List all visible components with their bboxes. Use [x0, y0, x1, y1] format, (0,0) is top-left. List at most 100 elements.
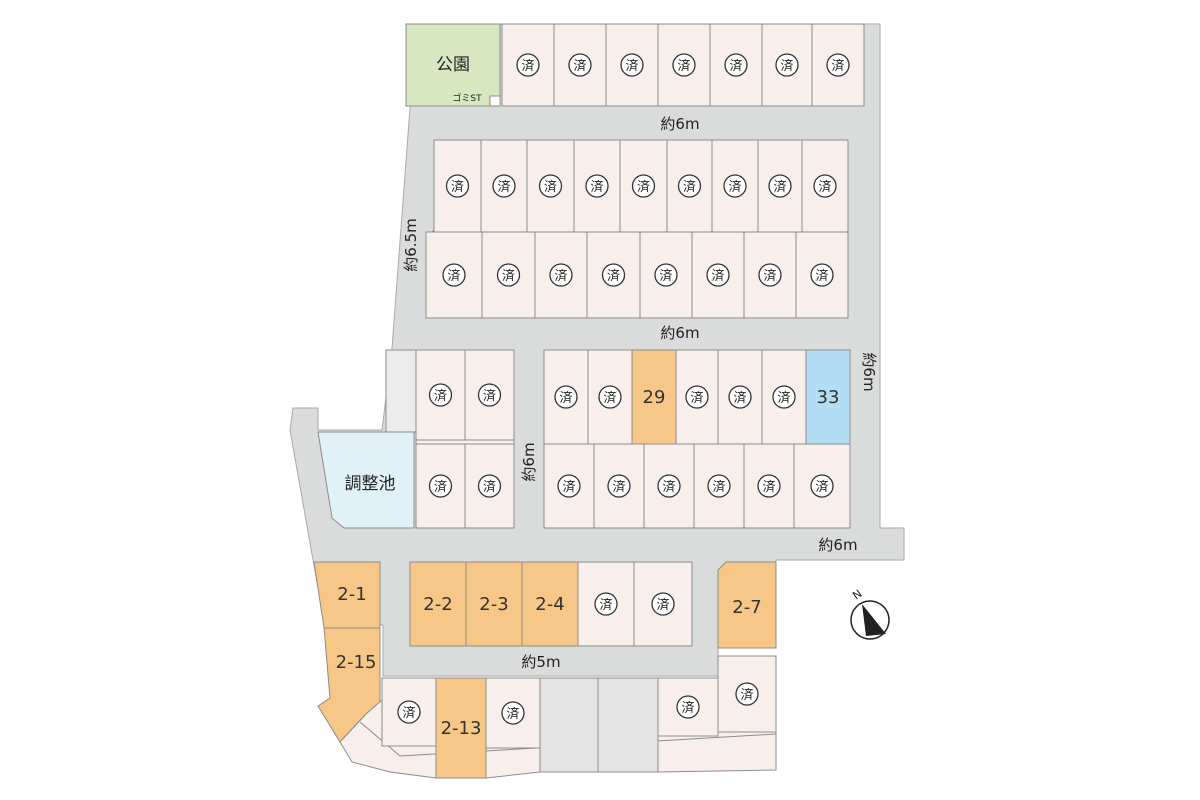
lot-right-b-6-sold-text: 済 [815, 479, 828, 495]
lot-upper-a-3-sold-circle [538, 174, 563, 198]
lot-left-4[interactable] [464, 443, 515, 529]
lot-top-2-sold-text: 済 [573, 58, 586, 74]
lot-left-2-sold-mark: 済 [477, 383, 502, 407]
lot-upper-a-4-sold-circle [585, 174, 609, 198]
lot-2-1-label: 2-1 [337, 584, 366, 605]
lot-left-2-sold-text: 済 [483, 388, 496, 404]
lot-top-3-sold-mark: 済 [620, 53, 644, 77]
lot-right-b-5-sold-text: 済 [762, 479, 775, 495]
lot-upper-a-7-sold-text: 済 [728, 179, 741, 195]
lot-right-b-3-sold-circle [657, 474, 681, 498]
lot-upper-b-1-sold-circle [442, 263, 466, 287]
lot-top-6-sold-circle [775, 53, 799, 77]
lot-right-a-3[interactable] [631, 349, 677, 445]
lot-lower-2-label: 2-3 [479, 594, 508, 615]
lot-right-a-7[interactable] [805, 349, 851, 445]
lot-upper-a-2-sold-mark: 済 [492, 174, 516, 198]
lot-upper-b-3-sold-text: 済 [554, 268, 567, 284]
lot-left-2-sold-circle [477, 383, 502, 407]
lot-right-a-4-sold-mark: 済 [685, 385, 709, 409]
park-label: 公園 [436, 55, 470, 75]
lot-top-1-sold-text: 済 [521, 58, 534, 74]
lot-upper-a-4-sold-text: 済 [590, 179, 603, 195]
lot-upper-a-5-sold-text: 済 [637, 179, 650, 195]
lot-top-7-sold-mark: 済 [826, 53, 850, 77]
lot-top-7-sold-text: 済 [831, 58, 844, 74]
lot-upper-b-2-sold-mark: 済 [496, 263, 521, 287]
lot-bottom-3-sold-circle [501, 701, 525, 725]
lot-lower-2[interactable] [465, 561, 523, 647]
lot-bottom-5[interactable] [597, 677, 659, 773]
lot-upper-b-5-sold-circle [654, 263, 678, 287]
road-label-middle: 約6m [660, 324, 699, 342]
lot-lower-5-sold-mark: 済 [651, 592, 675, 616]
lot-lower-1[interactable] [409, 561, 467, 647]
compass-north-label: N [850, 587, 864, 602]
lot-upper-a-6-sold-text: 済 [683, 179, 696, 195]
lot-top-5-sold-text: 済 [729, 58, 742, 74]
lot-top-3-sold-text: 済 [625, 58, 638, 74]
lot-block-left-lower: 2-1 2-15 [313, 561, 381, 743]
lot-left-2[interactable] [464, 349, 515, 441]
lot-lower-3-label: 2-4 [535, 594, 564, 615]
lot-right-a-7-label: 33 [817, 387, 840, 408]
lot-right-a-5-sold-text: 済 [733, 390, 746, 406]
lot-bottom-6-sold-circle [676, 695, 700, 719]
lot-bottom-7-sold-circle [735, 682, 759, 706]
lot-bottom-6-sold-text: 済 [681, 700, 694, 716]
lot-upper-a-1[interactable] [433, 139, 482, 233]
lot-right-b-2-sold-circle [607, 474, 631, 498]
lot-2-15-label: 2-15 [336, 652, 377, 673]
road-label-top: 約6m [660, 115, 699, 133]
lot-right-a-4-sold-circle [685, 385, 709, 409]
lot-right-b-4-sold-text: 済 [712, 479, 725, 495]
lot-right-a-5-sold-mark: 済 [728, 385, 752, 409]
pond-label: 調整池 [345, 474, 396, 494]
lot-bottom-3-sold-text: 済 [506, 706, 519, 722]
lot-upper-a-3-sold-text: 済 [544, 179, 557, 195]
lot-upper-b-5-sold-text: 済 [659, 268, 672, 284]
lot-2-7[interactable] [717, 561, 777, 649]
lot-left-1-sold-mark: 済 [428, 383, 453, 407]
lot-top-3-sold-circle [620, 53, 644, 77]
lot-right-a-6-sold-text: 済 [777, 390, 790, 406]
lot-left-1-sold-text: 済 [434, 388, 447, 404]
lot-top-2-sold-mark: 済 [568, 53, 592, 77]
lot-bottom-4[interactable] [539, 677, 599, 773]
lot-upper-a-9-sold-mark: 済 [813, 174, 837, 198]
lot-right-b-1-sold-text: 済 [562, 479, 575, 495]
lot-upper-a-2-sold-circle [492, 174, 516, 198]
lot-left-3-sold-mark: 済 [428, 474, 453, 498]
lot-upper-a-3-sold-mark: 済 [538, 174, 563, 198]
lot-right-a-2-sold-circle [598, 385, 622, 409]
lot-bottom-1-sold-text: 済 [402, 705, 415, 721]
lot-bottom-1-sold-circle [397, 700, 421, 724]
lot-right-a-6-sold-circle [772, 385, 796, 409]
lot-right-a-1-sold-text: 済 [559, 390, 572, 406]
lot-right-b-6-sold-mark: 済 [810, 474, 834, 498]
park-block: 公園 ゴミST [405, 23, 501, 107]
lot-upper-b-2-sold-circle [496, 263, 521, 287]
lot-upper-a-1-sold-text: 済 [451, 179, 464, 195]
lot-upper-b-3-sold-mark: 済 [549, 263, 573, 287]
lot-upper-b-1-sold-mark: 済 [442, 263, 466, 287]
lot-lower-3[interactable] [521, 561, 579, 647]
lot-right-a-2-sold-text: 済 [603, 390, 616, 406]
road-labels: 約6m 約6.5m 約6m 約6m 約6m 約6m 約5m [402, 115, 878, 671]
lot-upper-b-7-sold-mark: 済 [758, 263, 782, 287]
lot-left-3-sold-circle [428, 474, 453, 498]
lot-right-b-2-sold-text: 済 [612, 479, 625, 495]
lot-upper-a-5-sold-circle [631, 174, 656, 198]
lot-upper-a-9-sold-circle [813, 174, 837, 198]
lot-right-b-2-sold-mark: 済 [607, 474, 631, 498]
lot-upper-a-1-sold-circle [445, 174, 470, 198]
lot-upper-b-8-sold-text: 済 [815, 268, 828, 284]
lot-lower-4-sold-text: 済 [599, 597, 612, 613]
road-label-left: 約6.5m [402, 218, 420, 271]
lot-left-4-sold-mark: 済 [477, 474, 502, 498]
lot-top-6-sold-text: 済 [780, 58, 793, 74]
lot-right-a-2-sold-mark: 済 [598, 385, 622, 409]
lot-top-2-sold-circle [568, 53, 592, 77]
lot-left-4-sold-circle [477, 474, 502, 498]
lot-left-3-sold-text: 済 [434, 479, 447, 495]
